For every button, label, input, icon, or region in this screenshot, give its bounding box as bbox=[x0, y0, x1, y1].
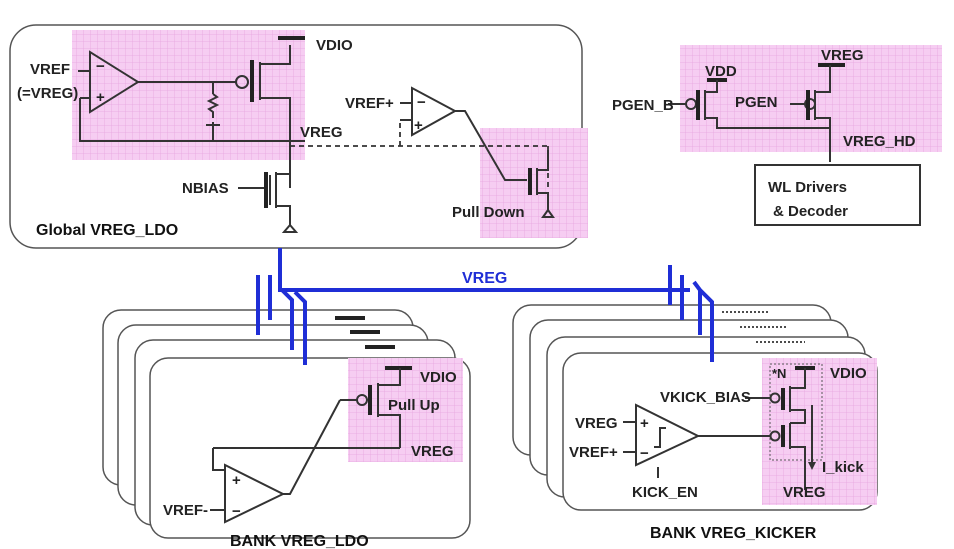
nbias-label: NBIAS bbox=[182, 180, 229, 197]
highlight-region bbox=[348, 358, 463, 462]
bank-kicker-title: BANK VREG_KICKER bbox=[650, 525, 817, 542]
vkick-bias-label: VKICK_BIAS bbox=[660, 389, 751, 406]
decoder-label: & Decoder bbox=[773, 203, 848, 220]
vreg-node-label: VREG bbox=[300, 124, 343, 141]
pmos-gate-bubble bbox=[235, 75, 249, 89]
pgen-label: PGEN bbox=[735, 94, 778, 111]
bank-vreg-kicker-block: + − *N VDIO VKICK_BIAS VREG VREF+ KICK_E… bbox=[562, 302, 878, 542]
highlight-region bbox=[480, 128, 588, 238]
comparator-symbol bbox=[411, 86, 458, 137]
vreg-input-label: VREG bbox=[575, 415, 618, 432]
pull-down-wires bbox=[400, 102, 555, 218]
current-arrow bbox=[808, 462, 816, 470]
vreg-label: VREG bbox=[821, 47, 864, 64]
plus-sign: + bbox=[96, 89, 105, 106]
wl-drivers-box bbox=[754, 164, 921, 226]
vdio-label: VDIO bbox=[420, 369, 457, 386]
vref-plus-label: VREF+ bbox=[345, 95, 394, 112]
minus-sign: − bbox=[640, 445, 649, 462]
plus-sign: + bbox=[232, 472, 241, 489]
highlight-region bbox=[72, 30, 305, 160]
vref-minus-label: VREF- bbox=[163, 502, 208, 519]
opamp-symbol bbox=[89, 50, 140, 114]
vreg-label: VREG bbox=[411, 443, 454, 460]
wires bbox=[78, 70, 305, 142]
vreg-bus: VREG bbox=[256, 248, 714, 365]
global-vreg-ldo-block: − + VDIO VREF (=VREG) VREG NBIAS − + VRE… bbox=[9, 24, 588, 249]
wl-driver-section: PGEN_B VDD PGEN VREG VREG_HD WL Drivers … bbox=[612, 45, 942, 226]
vref-label: VREF bbox=[30, 61, 70, 78]
vreg-hd-label: VREG_HD bbox=[843, 133, 916, 150]
vdio-label: VDIO bbox=[830, 365, 867, 382]
global-ldo-title: Global VREG_LDO bbox=[36, 222, 178, 239]
pmos-transistor bbox=[259, 45, 291, 188]
plus-sign: + bbox=[414, 117, 423, 134]
bank-vreg-ldo-block: + − VDIO Pull Up VREG VREF- BANK VREG_LD… bbox=[149, 302, 471, 549]
vdd-label: VDD bbox=[705, 63, 737, 80]
vdio-label: VDIO bbox=[316, 37, 353, 54]
n-multiplier-box bbox=[769, 363, 823, 461]
resistor-capacitor bbox=[206, 93, 220, 126]
pgen-b-label: PGEN_B bbox=[612, 97, 674, 114]
vreg-bus-label: VREG bbox=[462, 270, 507, 287]
n-multiplier-label: *N bbox=[772, 366, 786, 381]
comparator-symbol bbox=[623, 403, 701, 478]
minus-sign: − bbox=[232, 503, 241, 520]
minus-sign: − bbox=[96, 58, 105, 75]
vreg-output-label: VREG bbox=[783, 484, 826, 501]
kick-en-label: KICK_EN bbox=[632, 484, 698, 501]
wl-drivers-label: WL Drivers bbox=[768, 179, 847, 196]
i-kick-label: I_kick bbox=[822, 459, 864, 476]
vref-plus-label: VREF+ bbox=[569, 444, 618, 461]
pull-up-wires bbox=[212, 368, 401, 495]
plus-sign: + bbox=[640, 415, 649, 432]
pull-down-label: Pull Down bbox=[452, 204, 525, 221]
nmos-current-source bbox=[238, 172, 299, 233]
vref-eq-label: (=VREG) bbox=[17, 85, 78, 102]
minus-sign: − bbox=[417, 94, 426, 111]
pull-up-label: Pull Up bbox=[388, 397, 440, 414]
bank-ldo-title: BANK VREG_LDO bbox=[230, 533, 369, 549]
kicker-transistors bbox=[698, 368, 813, 490]
opamp-symbol bbox=[210, 463, 286, 524]
